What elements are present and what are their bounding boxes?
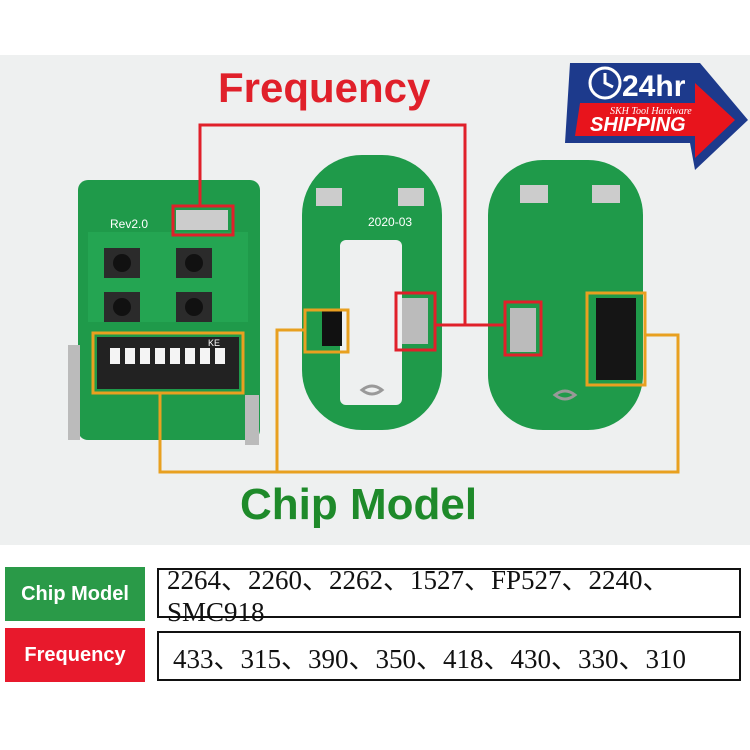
board-label-rev: Rev2.0: [110, 217, 148, 231]
board-label-date: 2020-03: [368, 215, 412, 229]
chip-model-heading: Chip Model: [240, 480, 478, 529]
right-remote-board: [488, 160, 643, 430]
frequency-heading: Frequency: [218, 64, 431, 111]
pcb-illustration: Rev2.0 KE 2020-03: [68, 123, 680, 474]
shipping-badge: 24hr SKH Tool Hardware SHIPPING: [565, 63, 748, 170]
frequency-callouts: [171, 123, 543, 357]
middle-remote-board: 2020-03: [302, 155, 442, 430]
chip-model-values: 2264、2260、2262、1527、FP527、2240、SMC918: [157, 565, 741, 627]
badge-shipping: SHIPPING: [590, 114, 686, 136]
badge-24hr: 24hr: [622, 70, 686, 103]
clock-icon: [588, 66, 622, 100]
dip-label: KE: [208, 338, 220, 348]
frequency-values: 433、315、390、350、418、430、330、310: [157, 631, 741, 681]
frequency-label: Frequency: [5, 628, 145, 682]
left-remote-board: Rev2.0 KE: [68, 180, 260, 445]
badge-brand: SKH Tool Hardware: [610, 106, 692, 117]
chip-callouts: [91, 291, 680, 474]
chip-model-label: Chip Model: [5, 567, 145, 621]
